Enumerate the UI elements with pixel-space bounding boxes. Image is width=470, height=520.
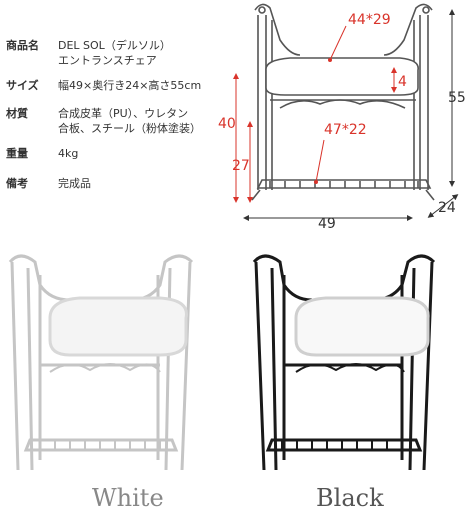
spec-value: 4kg [58,147,79,160]
spec-value: DEL SOL（デルソル） エントランスチェア [58,39,171,67]
white-chair-photo [8,254,194,471]
dim-cushion-label: 4 [398,74,407,90]
variant-white-caption: White [92,484,164,512]
variant-black-caption: Black [316,484,384,512]
spec-label: 材質 [6,107,28,120]
black-dimensions [243,9,459,221]
diagram-chair [251,3,435,201]
spec-label: サイズ [6,79,39,92]
dim-width-label: 49 [318,216,336,232]
spec-value: 幅49×奥行き24×高さ55cm [58,79,202,92]
spec-value: 合成皮革（PU）、ウレタン 合板、スチール（粉体塗装） [58,107,201,135]
dim-height-label: 55 [448,90,466,106]
black-chair-photo [252,254,436,471]
spec-label: 備考 [6,177,28,190]
red-dimensions [233,25,397,203]
dim-shelf-height-label: 27 [232,158,250,174]
dim-depth-label: 24 [438,200,456,216]
spec-label: 商品名 [6,39,39,52]
dim-seat-height-label: 40 [218,116,236,132]
dim-seat-label: 44*29 [348,12,391,28]
dim-shelf-label: 47*22 [324,122,367,138]
spec-value: 完成品 [58,177,91,190]
spec-label: 重量 [6,147,28,160]
